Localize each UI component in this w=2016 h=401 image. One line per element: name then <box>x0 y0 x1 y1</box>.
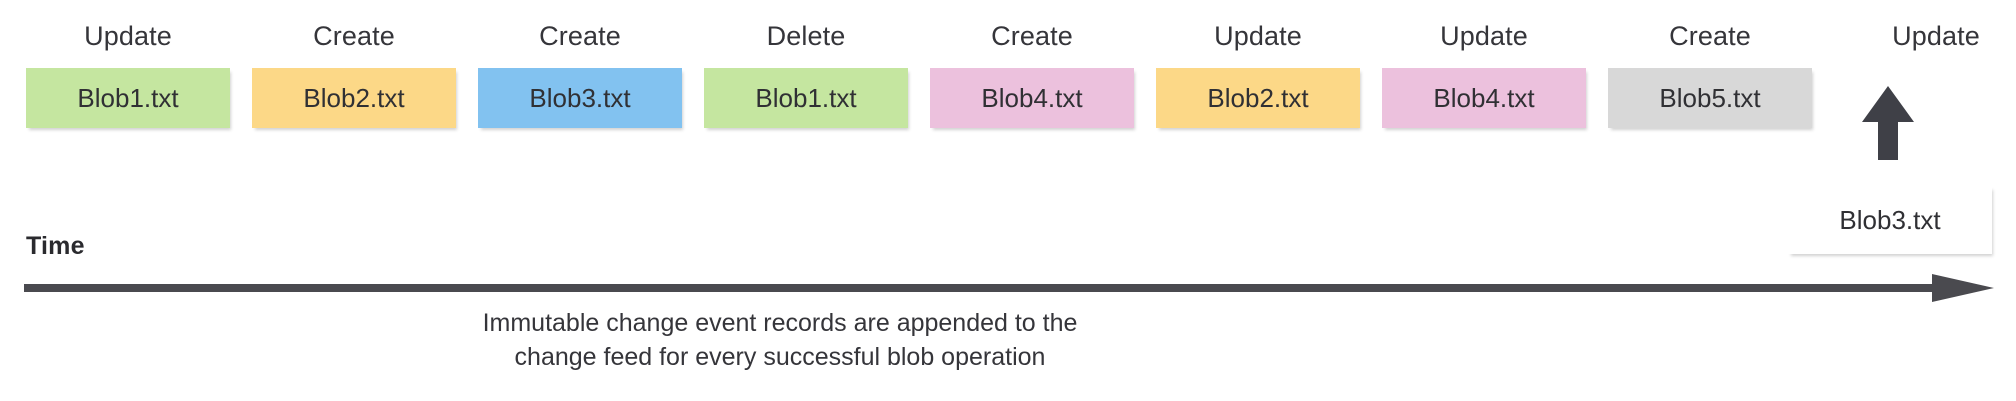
caption-line-2: change feed for every successful blob op… <box>514 343 1046 371</box>
operation-label: Create <box>313 21 395 51</box>
up-arrow-icon <box>1848 82 1928 162</box>
blob-box: Blob4.txt <box>930 68 1134 128</box>
blob-box: Blob1.txt <box>704 68 908 128</box>
operation-label: Create <box>1669 21 1751 51</box>
detached-blob-label: Blob3.txt <box>1839 205 1941 235</box>
operation-label: Update <box>1214 21 1302 51</box>
caption-line-1: Immutable change event records are appen… <box>482 309 1078 337</box>
blob-name-label: Blob1.txt <box>755 83 857 113</box>
operation-label: Update <box>1892 21 1980 51</box>
operation-label: Create <box>539 21 621 51</box>
blob-box: Blob1.txt <box>26 68 230 128</box>
blob-name-label: Blob1.txt <box>77 83 179 113</box>
time-axis-arrow <box>24 272 1996 306</box>
diagram-caption: Immutable change event records are appen… <box>380 306 1180 374</box>
blob-box: Blob2.txt <box>1156 68 1360 128</box>
detached-blob-box-blob3: Blob3.txt <box>1788 186 1992 254</box>
blob-name-label: Blob4.txt <box>1433 83 1535 113</box>
time-axis-label: Time <box>26 232 85 260</box>
operation-label: Update <box>84 21 172 51</box>
operation-label: Update <box>1440 21 1528 51</box>
blob-name-label: Blob2.txt <box>303 83 405 113</box>
blob-box: Blob3.txt <box>478 68 682 128</box>
operation-label: Delete <box>766 21 846 51</box>
event-column: Update <box>1834 20 2016 128</box>
blob-name-label: Blob3.txt <box>529 83 631 113</box>
operation-label: Create <box>991 21 1073 51</box>
blob-name-label: Blob4.txt <box>981 83 1083 113</box>
blob-name-label: Blob5.txt <box>1659 83 1761 113</box>
blob-box: Blob2.txt <box>252 68 456 128</box>
blob-box: Blob4.txt <box>1382 68 1586 128</box>
blob-name-label: Blob2.txt <box>1207 83 1309 113</box>
blob-box: Blob5.txt <box>1608 68 1812 128</box>
